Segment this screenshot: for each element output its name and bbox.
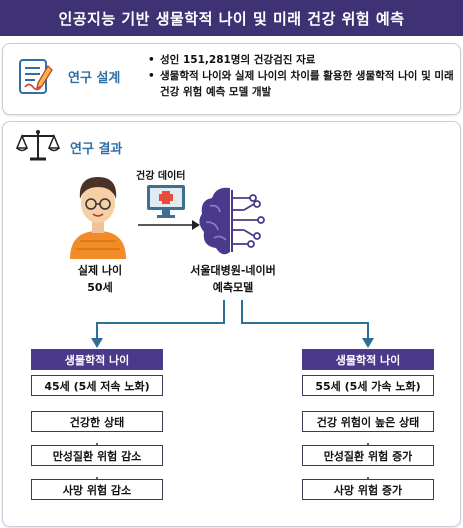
actual-age-caption: 실제 나이 50세 (60, 262, 140, 296)
actual-age-label: 실제 나이 (77, 264, 123, 277)
chronic-risk-decrease-box: 만성질환 위험 감소 (31, 445, 163, 466)
biological-age-header: 생물학적 나이 (302, 349, 434, 370)
data-flow-arrow (138, 220, 200, 230)
high-risk-state-box: 건강 위험이 높은 상태 (302, 411, 434, 432)
health-data-label: 건강 데이터 (136, 171, 186, 182)
study-design-label: 연구 설계 (68, 71, 121, 86)
actual-age-value: 50세 (87, 281, 113, 294)
accelerated-aging-column: 생물학적 나이 55세 (5세 가속 노화) 건강 위험이 높은 상태 만성질환… (302, 349, 434, 500)
design-bullet: 생물학적 나이와 실제 나이의 차이를 활용한 생물학적 나이 및 미래 건강 … (148, 68, 454, 100)
study-results-label: 연구 결과 (70, 142, 123, 157)
mortality-risk-increase-box: 사망 위험 증가 (302, 479, 434, 500)
slow-aging-column: 생물학적 나이 45세 (5세 저속 노화) 건강한 상태 만성질환 위험 감소… (31, 349, 163, 500)
ai-brain-icon (199, 187, 265, 255)
design-bullet: 성인 151,281명의 건강검진 자료 (148, 52, 454, 68)
model-caption: 서울대병원-네이버 예측모델 (168, 262, 298, 296)
biological-age-header: 생물학적 나이 (31, 349, 163, 370)
medical-monitor-icon (147, 185, 185, 218)
model-name: 서울대병원-네이버 (190, 264, 276, 277)
balance-scale-icon (15, 130, 61, 161)
document-icon (19, 59, 53, 94)
model-subtitle: 예측모델 (212, 281, 254, 294)
slow-aging-age-box: 45세 (5세 저속 노화) (31, 375, 163, 396)
healthy-state-box: 건강한 상태 (31, 411, 163, 432)
person-icon (70, 177, 126, 259)
study-design-bullets: 성인 151,281명의 건강검진 자료 생물학적 나이와 실제 나이의 차이를… (148, 52, 454, 100)
mortality-risk-decrease-box: 사망 위험 감소 (31, 479, 163, 500)
accelerated-aging-age-box: 55세 (5세 가속 노화) (302, 375, 434, 396)
chronic-risk-increase-box: 만성질환 위험 증가 (302, 445, 434, 466)
title-banner: 인공지능 기반 생물학적 나이 및 미래 건강 위험 예측 (0, 0, 463, 36)
page-title: 인공지능 기반 생물학적 나이 및 미래 건강 위험 예측 (58, 9, 405, 28)
